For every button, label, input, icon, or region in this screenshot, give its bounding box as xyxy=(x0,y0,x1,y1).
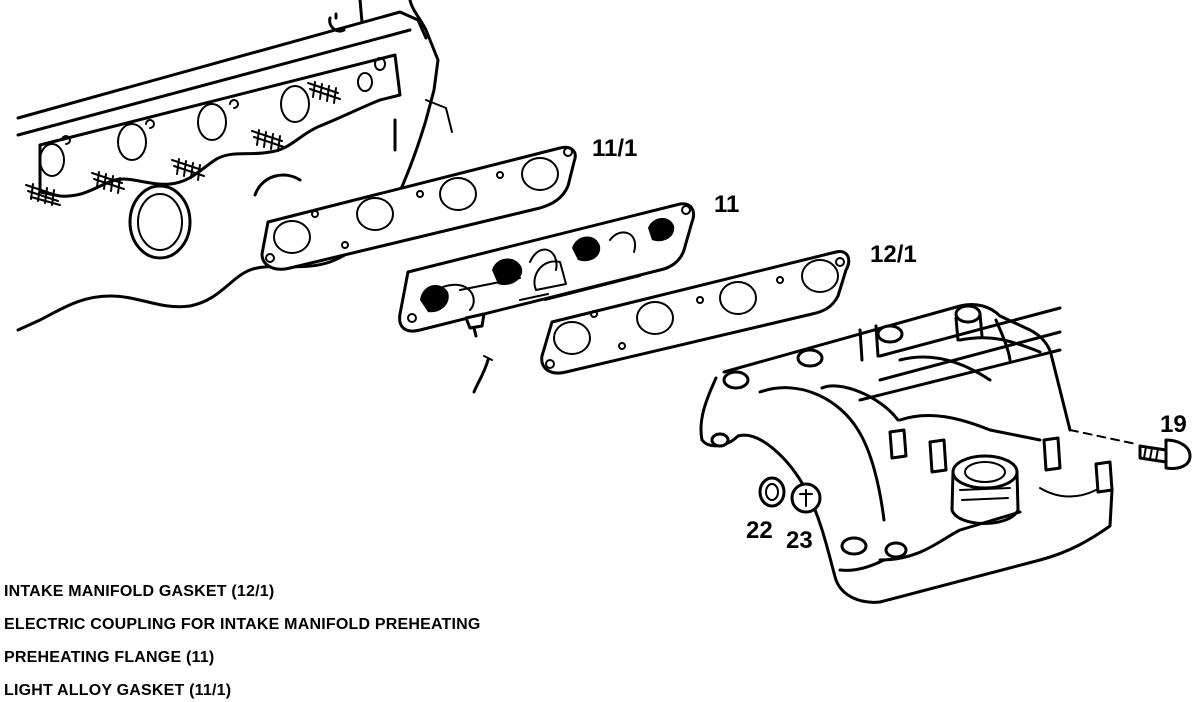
legend-electric-coupling: ELECTRIC COUPLING FOR INTAKE MANIFOLD PR… xyxy=(4,616,481,633)
preheating-flange xyxy=(398,202,695,394)
callout-12-1: 12/1 xyxy=(870,241,917,268)
callout-22: 22 xyxy=(746,517,773,544)
bolt-19 xyxy=(1138,438,1192,470)
manifold-studs xyxy=(25,81,341,206)
callout-11: 11 xyxy=(714,191,739,218)
throttle-body xyxy=(950,454,1020,525)
callout-19: 19 xyxy=(1160,411,1187,438)
callout-23: 23 xyxy=(786,527,813,554)
legend-light-alloy-gasket: LIGHT ALLOY GASKET (11/1) xyxy=(4,682,232,699)
light-alloy-gasket xyxy=(260,145,577,271)
intake-manifold-gasket xyxy=(540,250,851,375)
legend-preheating-flange: PREHEATING FLANGE (11) xyxy=(4,649,215,666)
part-22 xyxy=(758,476,786,508)
callout-11-1: 11/1 xyxy=(592,135,637,162)
legend-intake-manifold-gasket: INTAKE MANIFOLD GASKET (12/1) xyxy=(4,583,275,600)
cylinder-head-drawing xyxy=(16,0,453,332)
intake-manifold xyxy=(699,302,1137,604)
part-23 xyxy=(790,482,822,514)
